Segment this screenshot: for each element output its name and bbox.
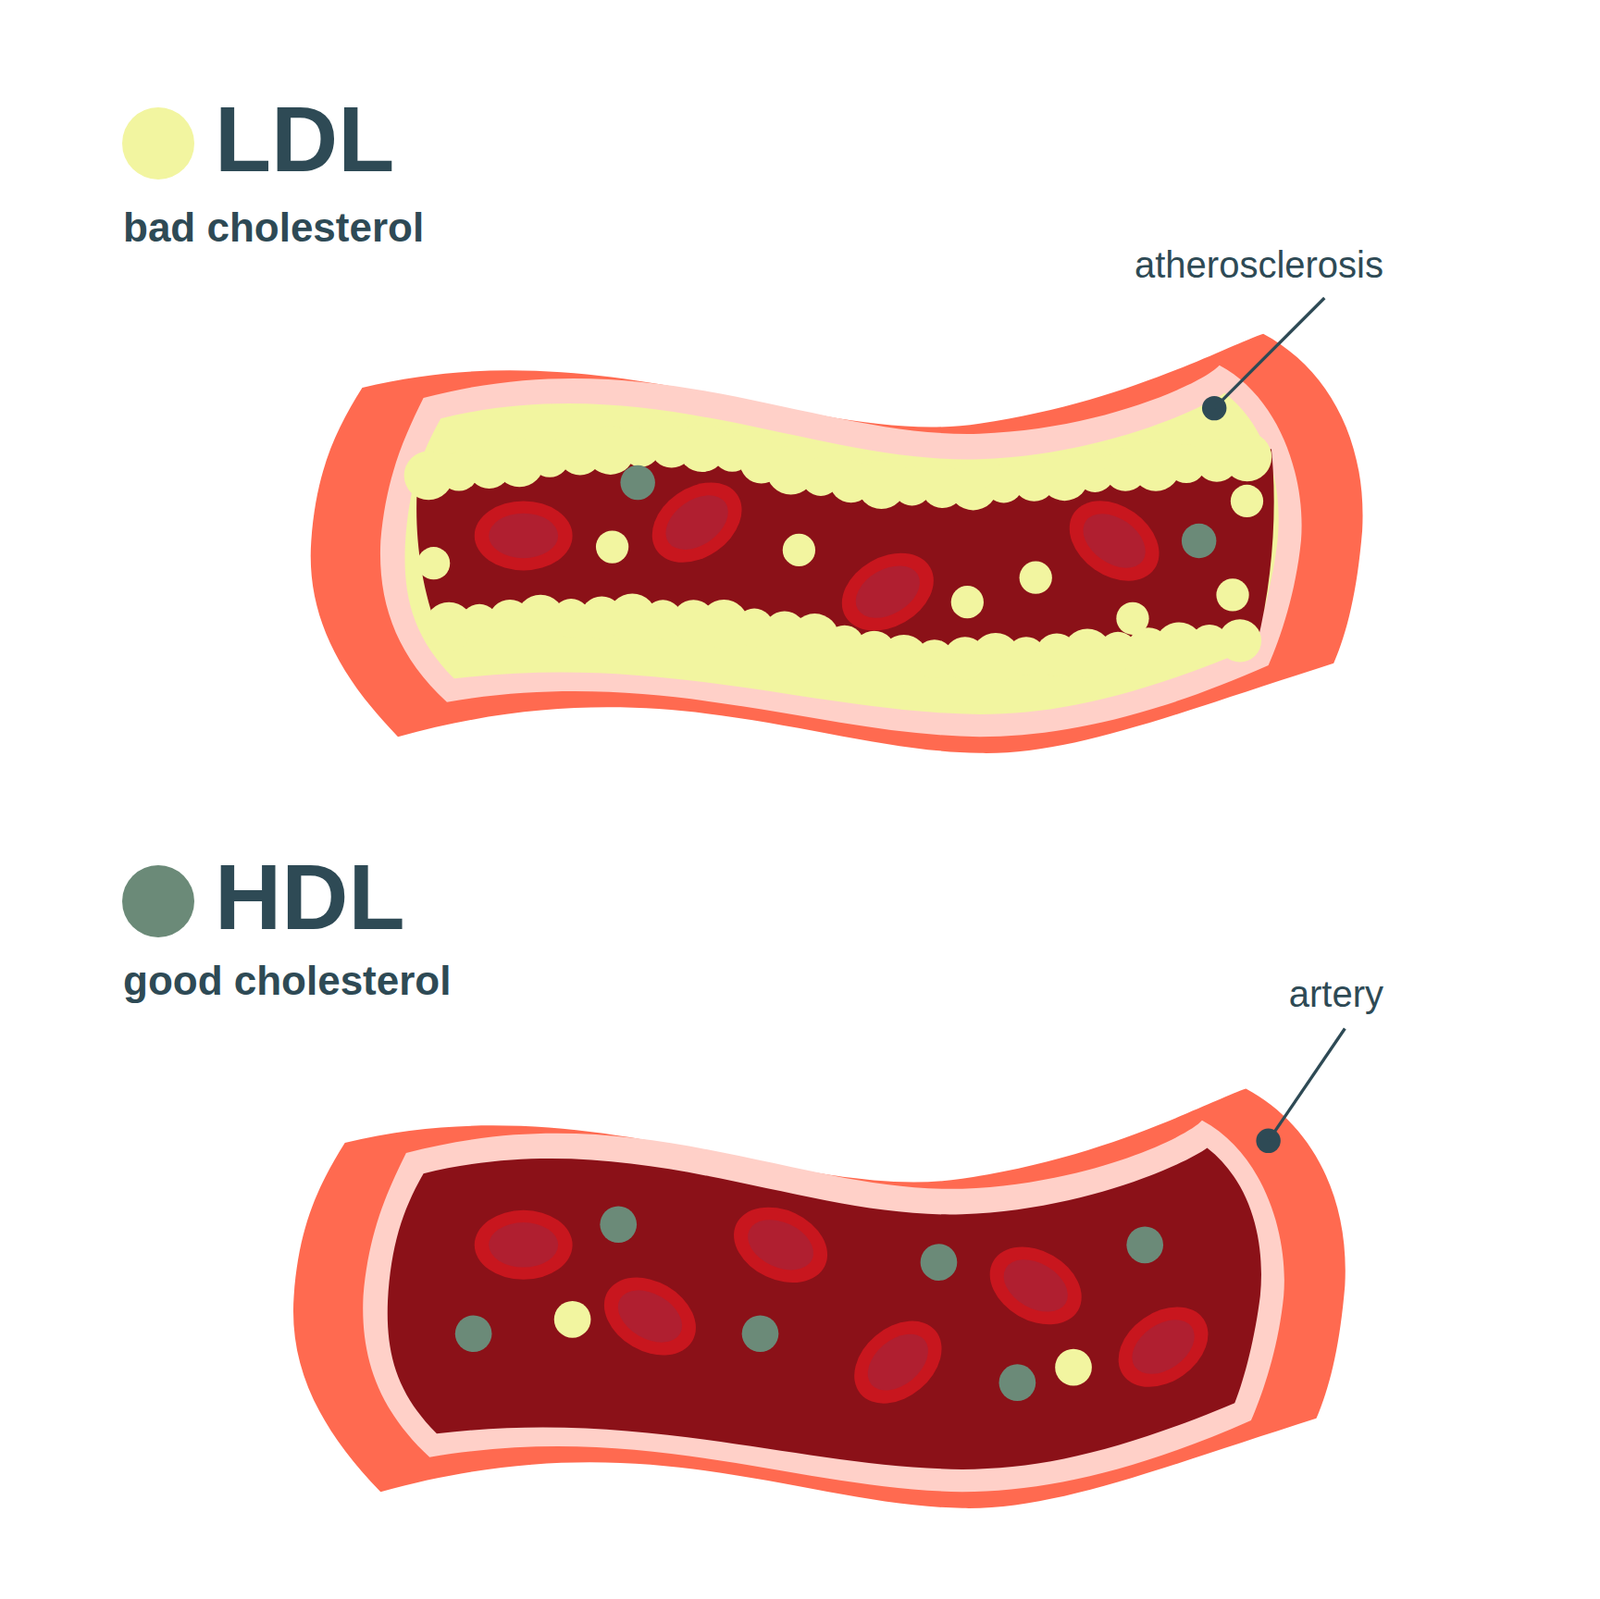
subtitle-label: bad cholesterol xyxy=(123,207,424,249)
hdl-legend: HDL xyxy=(214,850,406,943)
subtitle-label: good cholesterol xyxy=(123,960,451,1002)
legend-swatch xyxy=(122,865,195,938)
diseased-artery xyxy=(310,297,1364,754)
legend-swatch xyxy=(122,107,195,180)
callout-label: artery xyxy=(1289,975,1384,1013)
ldl-legend: LDL xyxy=(214,92,395,186)
healthy-artery-contents xyxy=(455,1029,1346,1421)
healthy-artery xyxy=(293,1089,1346,1509)
callout-label: atherosclerosis xyxy=(1134,246,1384,284)
